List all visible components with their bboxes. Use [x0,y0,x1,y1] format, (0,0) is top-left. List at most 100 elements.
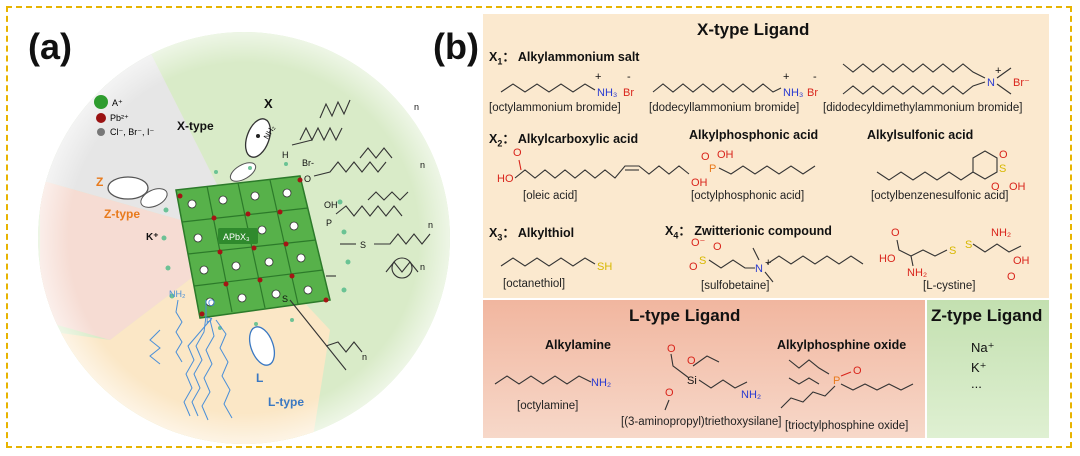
topo-structure: P O [780,359,914,409]
svg-text:+: + [595,71,601,83]
svg-text:-: - [813,71,817,83]
nh2-label: NH₂ [169,289,186,299]
didodecyldimethylammonium-structure: N + Br⁻ [842,63,1030,95]
alkylsulfonic-heading: Alkylsulfonic acid [867,128,974,142]
svg-text:O: O [701,151,710,163]
z-ion-k: K⁺ [971,360,987,375]
svg-text:O: O [667,343,676,355]
x-symbol: X [264,96,273,111]
svg-text:NH₂: NH₂ [991,227,1011,239]
svg-text:OH: OH [717,149,734,161]
svg-text:P: P [709,163,716,175]
x-ligand-chains [289,99,431,371]
svg-text:Br: Br [623,87,634,99]
svg-text:O: O [891,227,900,239]
svg-text:O: O [665,387,674,399]
oleic-acid-caption: [oleic acid] [523,190,578,202]
alkylphosphine-oxide-heading: Alkylphosphine oxide [777,338,907,352]
o-label-1: O [304,174,311,184]
n-label-1: n [414,102,419,112]
octylammonium-structure: NH₃ + Br - [500,71,634,99]
core-label: APbX₃ [223,232,250,242]
l-type-label: L-type [268,395,304,409]
alkylamine-heading: Alkylamine [545,338,612,352]
panel-a-tag: (a) [28,26,72,67]
s-label-2: S [282,294,288,304]
l-cystine-structure: O HO NH₂ S S NH₂ OH O [879,227,1030,283]
z-ion-na: Na⁺ [971,340,995,355]
sulfobetaine-structure: O⁻ S O O N + [689,237,864,283]
halide-dot [97,128,105,136]
svg-text:OH: OH [1009,181,1026,193]
l-type-title: L-type Ligand [629,306,741,325]
x1-heading: X1： Alkylammonium salt [489,50,640,67]
svg-text:O: O [991,181,1000,193]
svg-text:NH₂: NH₂ [591,377,611,389]
p-label: P [326,218,332,228]
z-type-title: Z-type Ligand [931,306,1043,325]
svg-text:N: N [987,77,995,89]
sulfobetaine-caption: [sulfobetaine] [701,280,770,292]
svg-text:OH: OH [691,177,708,189]
svg-text:NH₃: NH₃ [597,87,617,99]
br-label: Br- [302,158,314,168]
svg-text:+: + [995,65,1001,77]
svg-text:O: O [513,147,522,159]
z-ligand-shape [107,176,149,200]
oh-label: OH [324,200,338,210]
dodecylammonium-caption: [dodecyllammonium bromide] [649,102,800,114]
svg-text:O: O [689,261,698,273]
z-type-label: Z-type [104,207,140,221]
svg-text:+: + [783,71,789,83]
z-symbol: Z [96,175,103,189]
didodecyldimethylammonium-caption: [didodecyldimethylammonium bromide] [823,102,1023,114]
panel-b: X-type Ligand X1： Alkylammonium salt NH₃… [483,14,1049,438]
svg-text:N: N [755,263,763,275]
octylphosphonic-caption: [octylphosphonic acid] [691,190,805,202]
svg-text:OH: OH [1013,255,1030,267]
l-ligand-chains [149,299,233,421]
aptes-structure: O O Si O NH₂ [664,343,761,411]
p-label-2: P [206,316,212,326]
svg-text:P: P [833,375,840,387]
n-label-3: n [428,220,433,230]
svg-text:-: - [627,71,631,83]
svg-text:HO: HO [497,173,514,185]
svg-text:NH₂: NH₂ [907,267,927,279]
oleic-acid-structure: HO O [497,147,690,185]
svg-text:O: O [999,149,1008,161]
k-ion-label: K⁺ [146,232,159,243]
svg-text:O: O [713,241,722,253]
svg-text:S: S [999,163,1006,175]
svg-text:SH: SH [597,261,612,273]
x-type-ligand-box: X-type Ligand X1： Alkylammonium salt NH₃… [483,14,1049,298]
l-symbol: L [256,371,263,385]
svg-text:O⁻: O⁻ [691,237,706,249]
l-ligand-shape [248,326,276,366]
perovskite-nanocrystal: APbX₃ [175,175,331,319]
octylphosphonic-acid-structure: O P OH OH [691,149,816,189]
svg-text:O: O [687,355,696,367]
x-type-label: X-type [177,119,214,133]
z-ion-ellipsis: ... [971,376,982,391]
octylamine-caption: [octylamine] [517,400,579,412]
octylamine-structure: NH₂ [494,375,611,389]
svg-text:S: S [965,239,972,251]
svg-text:O: O [853,365,862,377]
n-label-5: n [362,352,367,362]
octylbenzenesulfonic-structure: S O O OH [876,149,1026,193]
panel-b-tag: (b) [433,26,479,67]
svg-text:NH₃: NH₃ [783,87,803,99]
svg-text:Br⁻: Br⁻ [1013,77,1030,89]
legend-halide: Cl⁻, Br⁻, I⁻ [110,127,155,137]
octylbenzenesulfonic-caption: [octylbenzenesulfonic acid] [871,190,1009,202]
s-label: S [360,240,366,250]
legend-pb: Pb²⁺ [110,113,129,123]
svg-text:O: O [1007,271,1016,283]
alkylphosphonic-heading: Alkylphosphonic acid [689,128,819,142]
pb-cation-dot [96,113,106,123]
topo-caption: [trioctylphosphine oxide] [785,420,909,432]
x4-heading: X4： Zwitterionic compound [665,224,832,241]
svg-text:Br: Br [807,87,818,99]
l-type-ligand-box: L-type Ligand Alkylamine NH₂ [octylamine… [483,300,925,438]
